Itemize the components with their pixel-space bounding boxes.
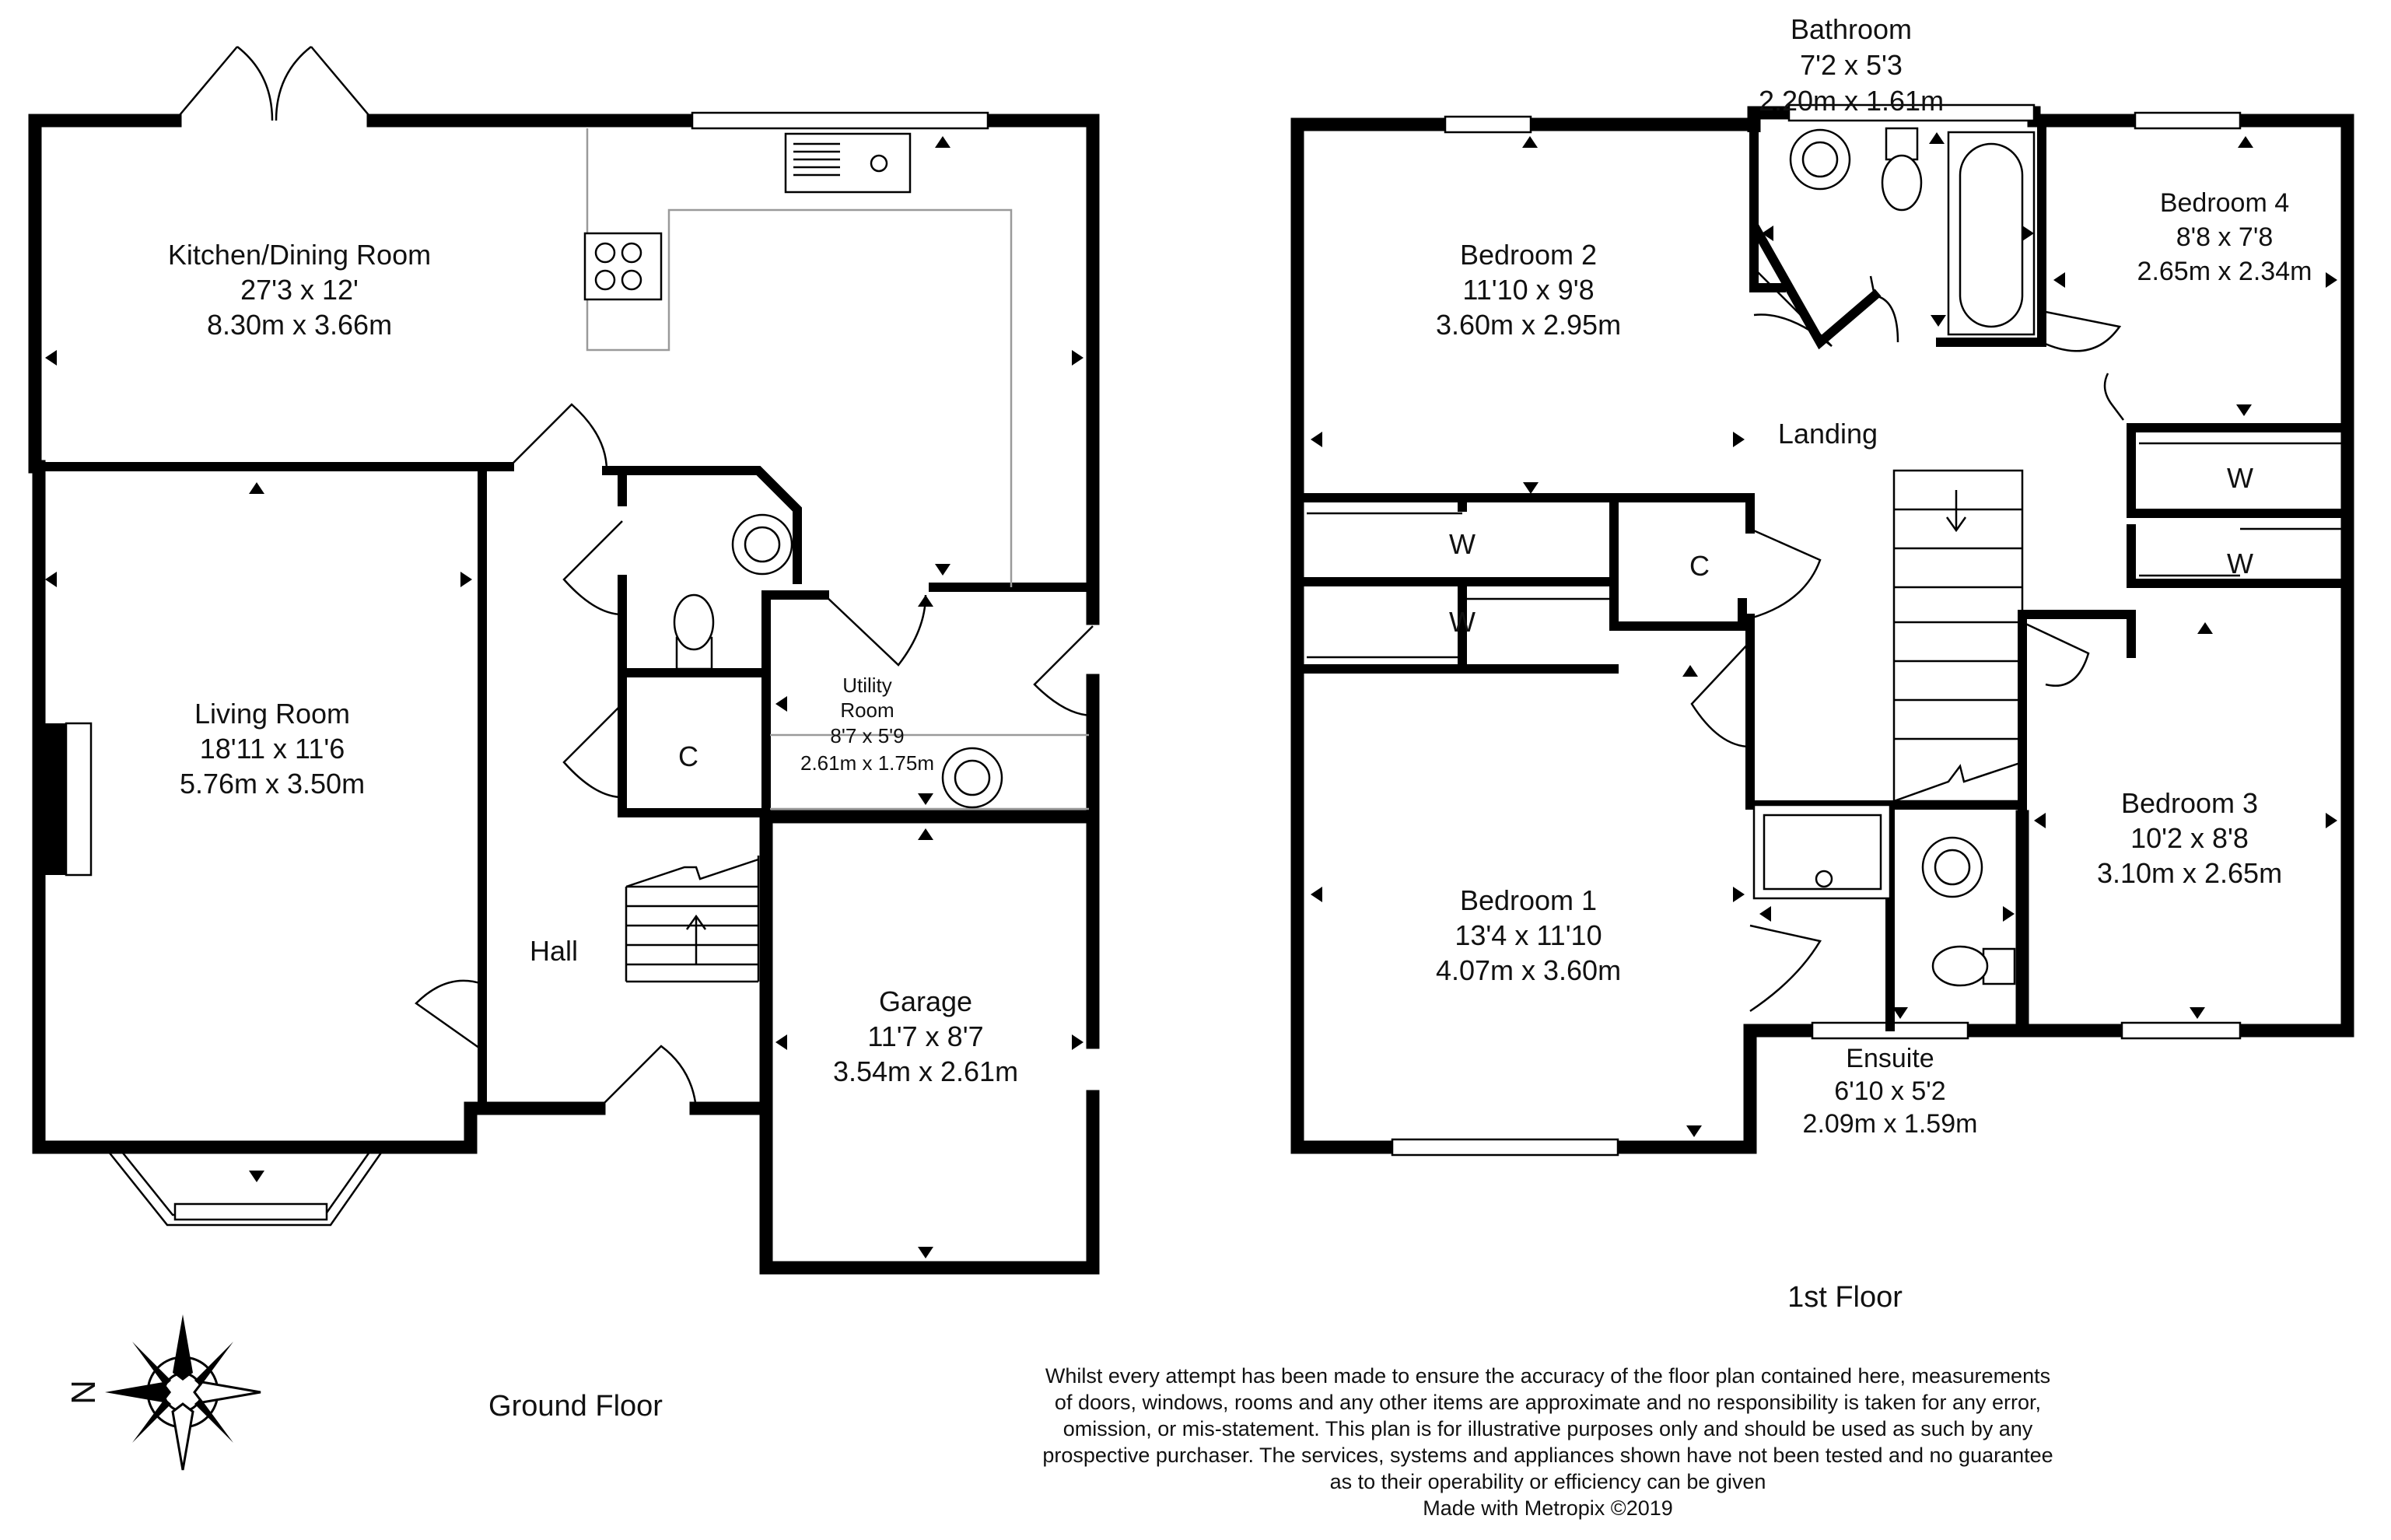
bedroom4-name: Bedroom 4: [2160, 188, 2289, 218]
ground-floor-label: Ground Floor: [488, 1390, 663, 1423]
living-name: Living Room: [194, 698, 350, 730]
ground-floor: Kitchen/Dining Room 27'3 x 12' 8.30m x 3…: [28, 46, 1100, 1423]
utility-metric: 2.61m x 1.75m: [800, 751, 934, 775]
utility-sink: [770, 733, 1089, 810]
compass-north-letter: N: [65, 1380, 103, 1405]
wardrobe-label-bed3: W: [2227, 548, 2253, 579]
first-floor-stairs: [1892, 469, 2024, 803]
landing-label: Landing: [1778, 418, 1878, 450]
disclaimer: Whilst every attempt has been made to en…: [1042, 1364, 2053, 1520]
utility-imperial: 8'7 x 5'9: [830, 724, 904, 747]
disclaimer-line-5: as to their operability or efficiency ca…: [1330, 1470, 1766, 1493]
ensuite-name: Ensuite: [1846, 1044, 1934, 1073]
garage-name: Garage: [879, 985, 972, 1017]
ground-floor-interior-walls: [34, 462, 1094, 1113]
disclaimer-line-3: omission, or mis-statement. This plan is…: [1063, 1417, 2033, 1440]
living-imperial: 18'11 x 11'6: [200, 733, 345, 765]
ground-arrows: [45, 136, 1083, 1258]
bedroom3-imperial: 10'2 x 8'8: [2130, 822, 2249, 854]
kitchen-name: Kitchen/Dining Room: [168, 239, 431, 271]
bay-window: [104, 1143, 387, 1227]
cloakroom-fixtures: [673, 513, 793, 670]
first-floor-windows: [1391, 103, 2242, 1157]
compass-rose: N: [65, 1314, 261, 1471]
disclaimer-line-1: Whilst every attempt has been made to en…: [1045, 1364, 2050, 1388]
bedroom4-metric: 2.65m x 2.34m: [2137, 257, 2312, 286]
ground-doors: [415, 403, 1094, 1109]
first-floor-labels: Bathroom 7'2 x 5'3 2.20m x 1.61m Bedroom…: [1436, 13, 2312, 1314]
kitchen-metric: 8.30m x 3.66m: [207, 309, 392, 341]
ensuite-imperial: 6'10 x 5'2: [1834, 1076, 1945, 1106]
first-floor: Bathroom 7'2 x 5'3 2.20m x 1.61m Bedroom…: [1290, 13, 2354, 1314]
first-floor-doors: [1690, 268, 2124, 1013]
kitchen-window: [691, 111, 989, 130]
kitchen-imperial: 27'3 x 12': [240, 274, 359, 306]
hall-label: Hall: [530, 935, 578, 967]
wardrobe-label-bed2: W: [1449, 528, 1476, 560]
bathroom-imperial: 7'2 x 5'3: [1800, 49, 1903, 81]
patio-doors: [174, 46, 374, 121]
bedroom1-name: Bedroom 1: [1460, 884, 1597, 916]
landing-cupboard-label: C: [1689, 550, 1710, 582]
bedroom1-metric: 4.07m x 3.60m: [1436, 954, 1621, 986]
bedroom3-name: Bedroom 3: [2121, 787, 2258, 819]
ground-labels: Kitchen/Dining Room 27'3 x 12' 8.30m x 3…: [168, 239, 1018, 1423]
kitchen-worktop: [583, 128, 1013, 587]
wardrobe-label-bed1: W: [1449, 606, 1476, 638]
bathroom-name: Bathroom: [1791, 13, 1912, 45]
living-metric: 5.76m x 3.50m: [180, 768, 365, 800]
first-floor-label: 1st Floor: [1787, 1281, 1903, 1314]
bedroom2-imperial: 11'10 x 9'8: [1462, 274, 1594, 306]
garage-imperial: 11'7 x 8'7: [867, 1020, 983, 1052]
fireplace: [39, 722, 93, 877]
disclaimer-line-4: prospective purchaser. The services, sys…: [1042, 1444, 2053, 1467]
ground-cupboard-label: C: [678, 740, 698, 772]
bedroom3-metric: 3.10m x 2.65m: [2097, 857, 2282, 889]
bedroom4-imperial: 8'8 x 7'8: [2176, 222, 2274, 252]
ground-floor-outer-walls: [28, 114, 1100, 1275]
bathroom-metric: 2.20m x 1.61m: [1759, 85, 1944, 117]
bedroom2-metric: 3.60m x 2.95m: [1436, 309, 1621, 341]
metropix-credit: Made with Metropix ©2019: [1423, 1496, 1673, 1520]
ensuite-fixtures: [1752, 803, 2016, 987]
wardrobe-label-bed4: W: [2227, 462, 2253, 494]
bedroom1-imperial: 13'4 x 11'10: [1455, 919, 1602, 951]
utility-name-1: Utility: [842, 674, 892, 697]
bedroom2-name: Bedroom 2: [1460, 239, 1597, 271]
disclaimer-line-2: of doors, windows, rooms and any other i…: [1055, 1391, 2041, 1414]
garage-metric: 3.54m x 2.61m: [833, 1055, 1018, 1087]
utility-name-2: Room: [840, 698, 894, 722]
wardrobe-lines: [1307, 442, 2341, 659]
ground-stairs: [625, 856, 760, 983]
bathroom-fixtures: [1789, 127, 2036, 336]
ensuite-metric: 2.09m x 1.59m: [1803, 1109, 1978, 1139]
first-floor-arrows: [1311, 132, 2337, 1137]
